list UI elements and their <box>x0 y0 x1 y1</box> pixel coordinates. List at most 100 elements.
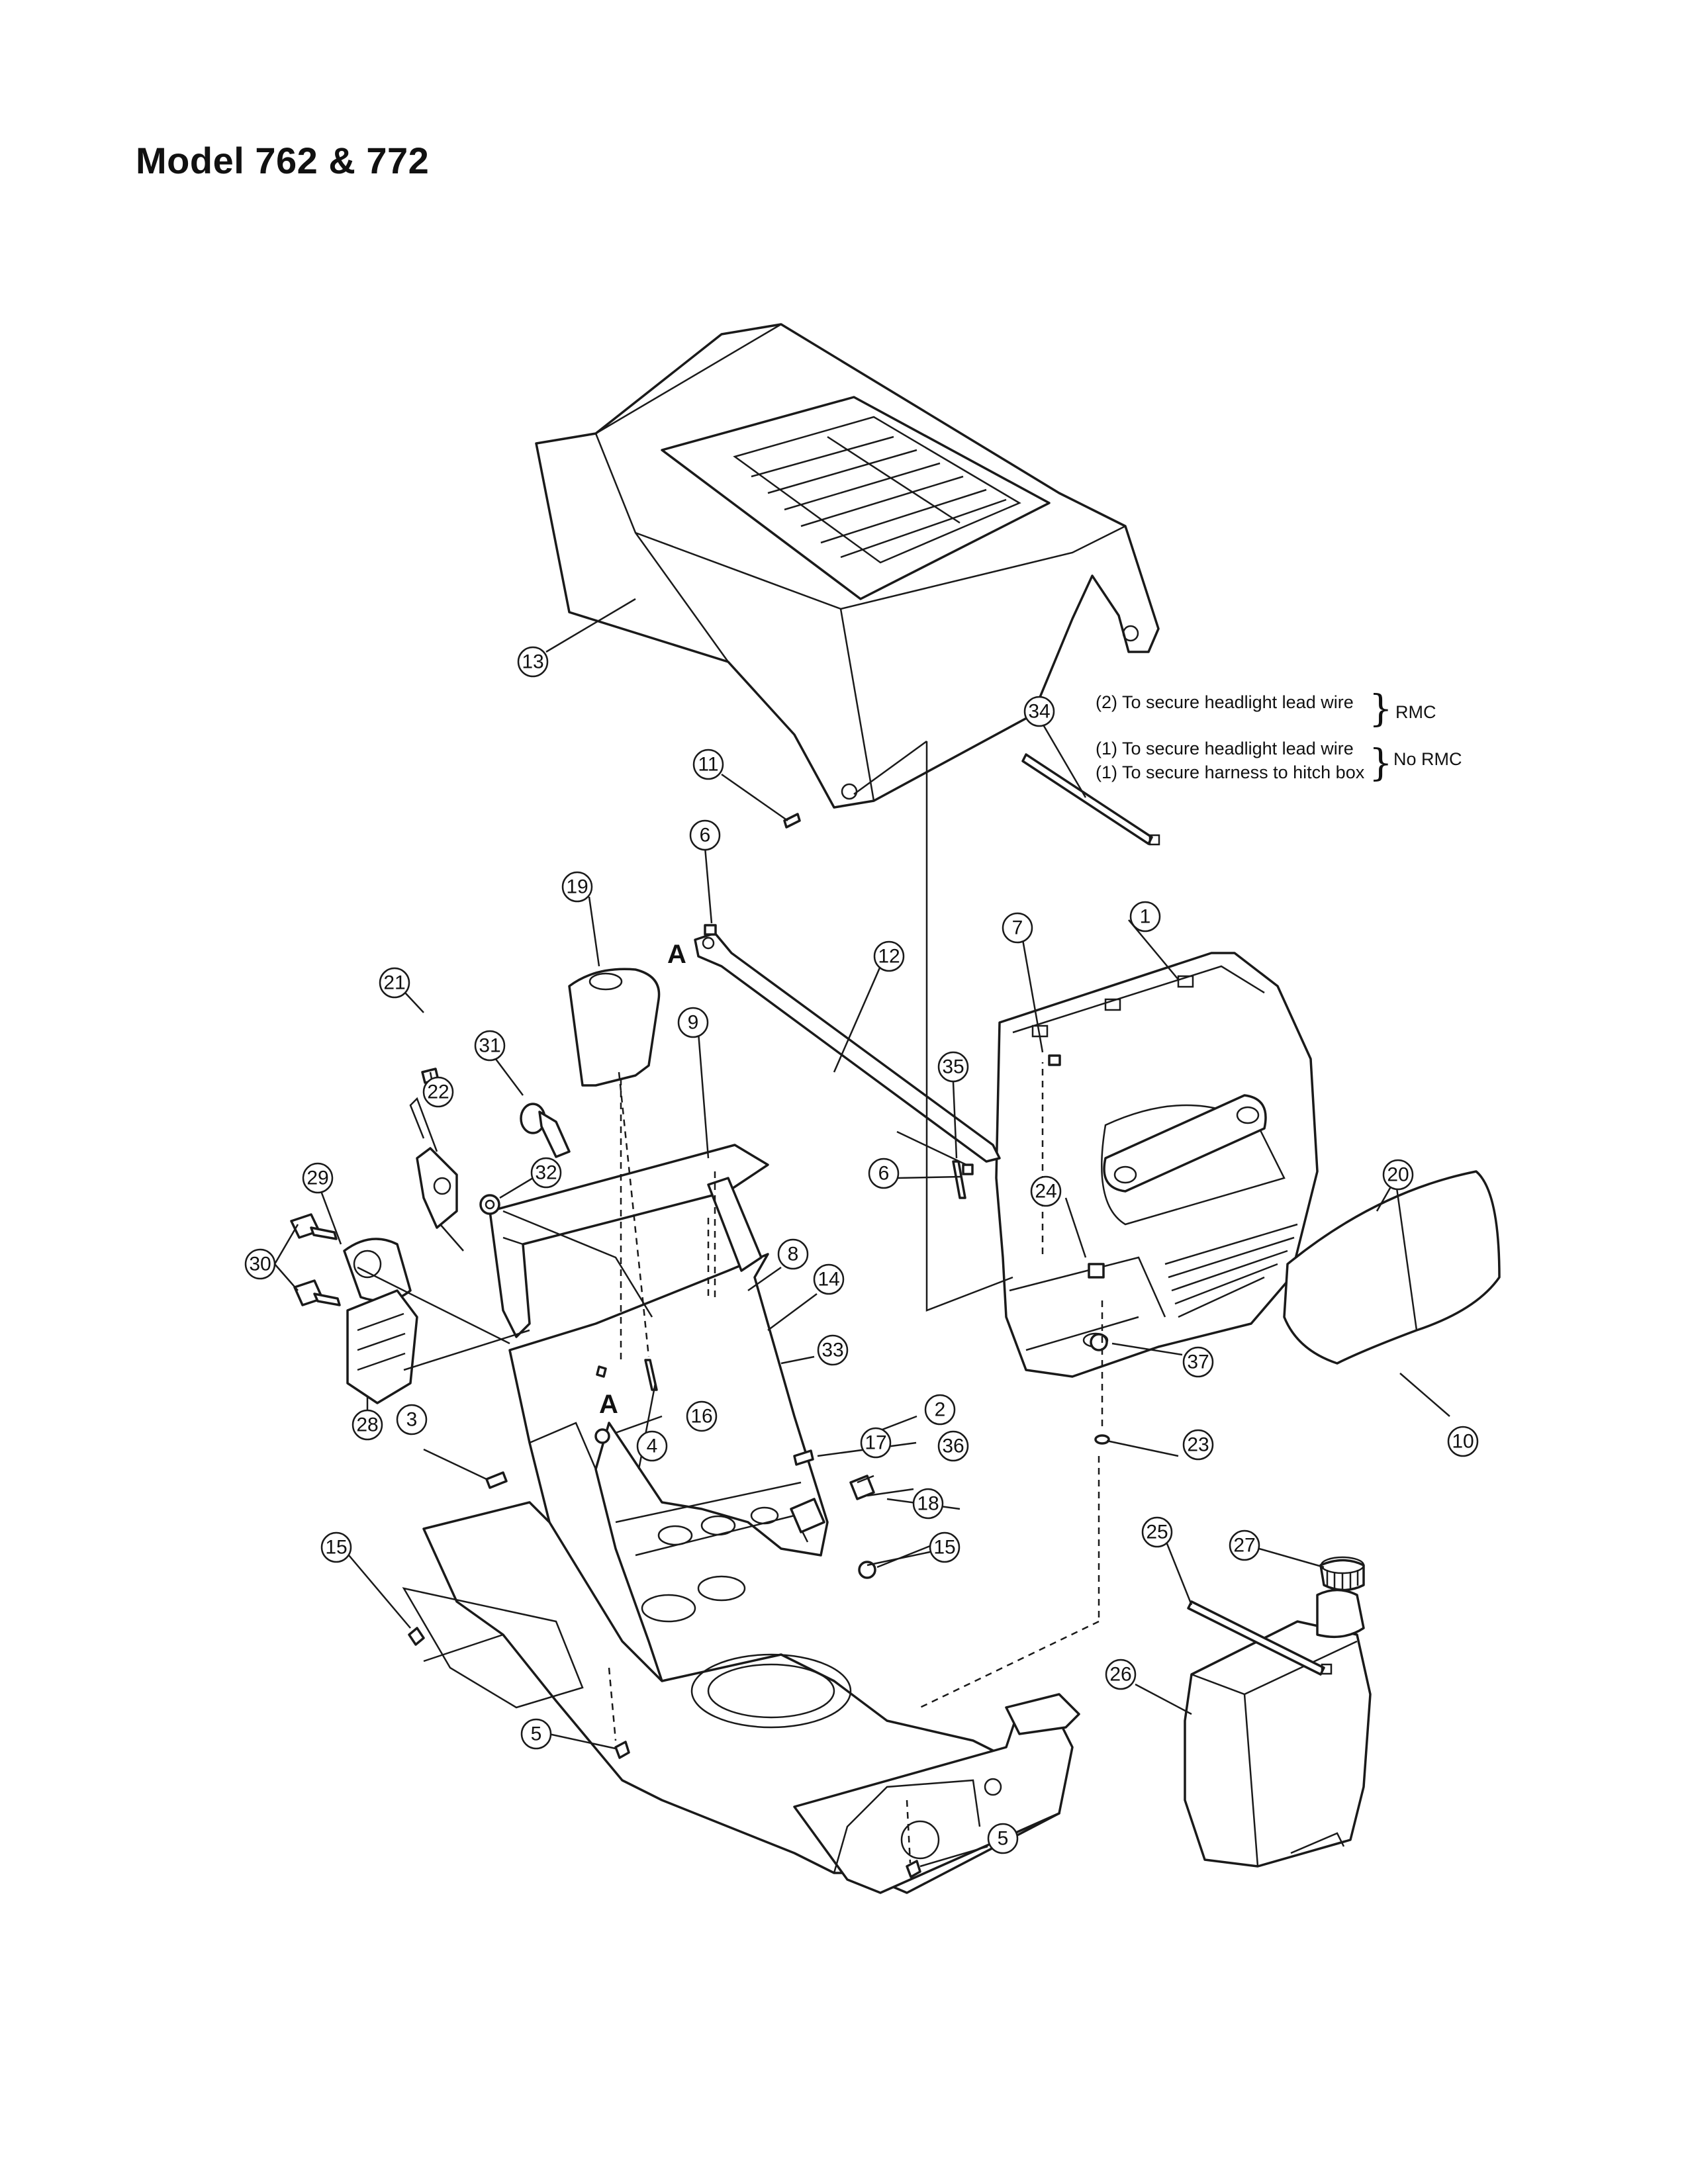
callout-label: 15 <box>933 1537 955 1559</box>
callout-8: 8 <box>777 1238 809 1270</box>
callout-15a: 15 <box>320 1531 352 1563</box>
callout-label: 32 <box>535 1162 557 1184</box>
dash-panel-part <box>508 1253 829 1689</box>
frame-part <box>402 1501 1080 1894</box>
callout-label: 5 <box>531 1723 542 1745</box>
callout-label: 21 <box>383 972 405 994</box>
note-rmc-group: RMC <box>1395 702 1436 722</box>
callout-label: 24 <box>1035 1181 1056 1203</box>
callout-label: 12 <box>878 946 900 968</box>
callout-31: 31 <box>474 1030 506 1062</box>
fuel-cap-part <box>1319 1556 1365 1592</box>
callout-label: 10 <box>1452 1431 1474 1453</box>
callout-5a: 5 <box>520 1718 552 1750</box>
bracket-part <box>489 1144 769 1338</box>
callout-25: 25 <box>1141 1516 1173 1548</box>
callout-label: 11 <box>698 754 718 776</box>
gas-tank-part <box>1184 1588 1372 1868</box>
hood-part <box>535 323 1160 809</box>
callout-label: 20 <box>1387 1164 1409 1186</box>
callout-label: 9 <box>688 1012 699 1034</box>
callout-19: 19 <box>561 871 593 903</box>
callout-2: 2 <box>924 1394 956 1426</box>
callout-label: 28 <box>356 1414 378 1436</box>
callout-26: 26 <box>1105 1659 1137 1690</box>
pedestal-cover-part <box>568 968 661 1087</box>
callout-6b: 6 <box>868 1158 900 1189</box>
callout-16: 16 <box>686 1400 718 1432</box>
callout-18: 18 <box>912 1488 944 1520</box>
key-part <box>290 1213 341 1306</box>
callout-1: 1 <box>1129 901 1161 933</box>
callout-label: 7 <box>1012 917 1023 939</box>
callout-label: 6 <box>700 825 711 846</box>
callout-label: 31 <box>479 1035 500 1057</box>
callout-label: 34 <box>1028 701 1050 723</box>
note-rmc-line: (2) To secure headlight lead wire <box>1096 692 1354 712</box>
callout-label: 17 <box>865 1432 886 1454</box>
callout-12: 12 <box>873 940 905 972</box>
callout-33: 33 <box>817 1334 849 1366</box>
callout-label: 29 <box>306 1167 328 1189</box>
callout-30: 30 <box>244 1248 276 1280</box>
grille-housing-part <box>995 952 1319 1378</box>
callout-17: 17 <box>860 1427 892 1459</box>
ignition-switch-part <box>343 1238 412 1302</box>
brace-rmc: } <box>1369 688 1393 731</box>
lens-part <box>1283 1170 1501 1365</box>
callout-6a: 6 <box>689 819 721 851</box>
callout-20: 20 <box>1382 1159 1414 1191</box>
callout-10: 10 <box>1447 1426 1479 1457</box>
note-no-rmc-group: No RMC <box>1393 749 1462 769</box>
callout-label: 5 <box>998 1828 1009 1850</box>
callout-label: 37 <box>1187 1351 1209 1373</box>
callout-label: 33 <box>821 1340 843 1361</box>
hardware-parts <box>408 813 1110 1878</box>
callout-label: 13 <box>522 651 543 673</box>
callout-label: 36 <box>942 1435 964 1457</box>
brace-no-rmc: } <box>1369 742 1393 785</box>
callout-label: 6 <box>878 1163 890 1185</box>
callout-label: 14 <box>818 1269 839 1291</box>
callout-label: 27 <box>1233 1535 1255 1557</box>
callout-13: 13 <box>517 646 549 678</box>
callout-label: 16 <box>690 1406 712 1428</box>
callout-label: 3 <box>406 1409 418 1431</box>
callout-24: 24 <box>1030 1175 1062 1207</box>
callout-label: 25 <box>1146 1522 1168 1543</box>
callout-label: 30 <box>249 1253 271 1275</box>
cable-tie-34-part <box>1021 753 1160 846</box>
callout-4: 4 <box>636 1430 668 1462</box>
callout-34: 34 <box>1023 696 1055 727</box>
callout-32: 32 <box>530 1157 562 1189</box>
callout-28: 28 <box>352 1409 383 1441</box>
callout-5b: 5 <box>987 1823 1019 1854</box>
page-title: Model 762 & 772 <box>136 140 430 181</box>
callout-label: 35 <box>942 1056 964 1078</box>
callout-label: 26 <box>1109 1664 1131 1686</box>
interlock-module-part <box>346 1289 418 1404</box>
callout-label: 8 <box>788 1244 799 1265</box>
callout-14: 14 <box>813 1263 845 1295</box>
callout-21: 21 <box>379 967 410 999</box>
reference-letter-a-top: A <box>667 940 686 969</box>
callout-label: 1 <box>1140 906 1151 928</box>
callout-label: 2 <box>935 1399 946 1421</box>
callout-label: 22 <box>427 1081 449 1103</box>
callout-7: 7 <box>1002 912 1033 944</box>
callout-11: 11 <box>692 749 724 780</box>
callout-9: 9 <box>677 1007 709 1038</box>
note-no-rmc-line1: (1) To secure headlight lead wire <box>1096 739 1354 758</box>
rod-12-part <box>694 932 1001 1163</box>
note-no-rmc-line2: (1) To secure harness to hitch box <box>1096 762 1365 782</box>
callout-27: 27 <box>1229 1529 1260 1561</box>
callout-36: 36 <box>937 1430 969 1462</box>
callout-label: 23 <box>1187 1434 1209 1456</box>
callout-22: 22 <box>422 1076 454 1108</box>
callout-15b: 15 <box>929 1531 961 1563</box>
reference-letter-a-bottom: A <box>599 1390 618 1419</box>
nut-32-part <box>479 1194 500 1215</box>
relay-part <box>790 1475 875 1533</box>
callout-37: 37 <box>1182 1346 1214 1378</box>
callout-label: 4 <box>647 1435 658 1457</box>
